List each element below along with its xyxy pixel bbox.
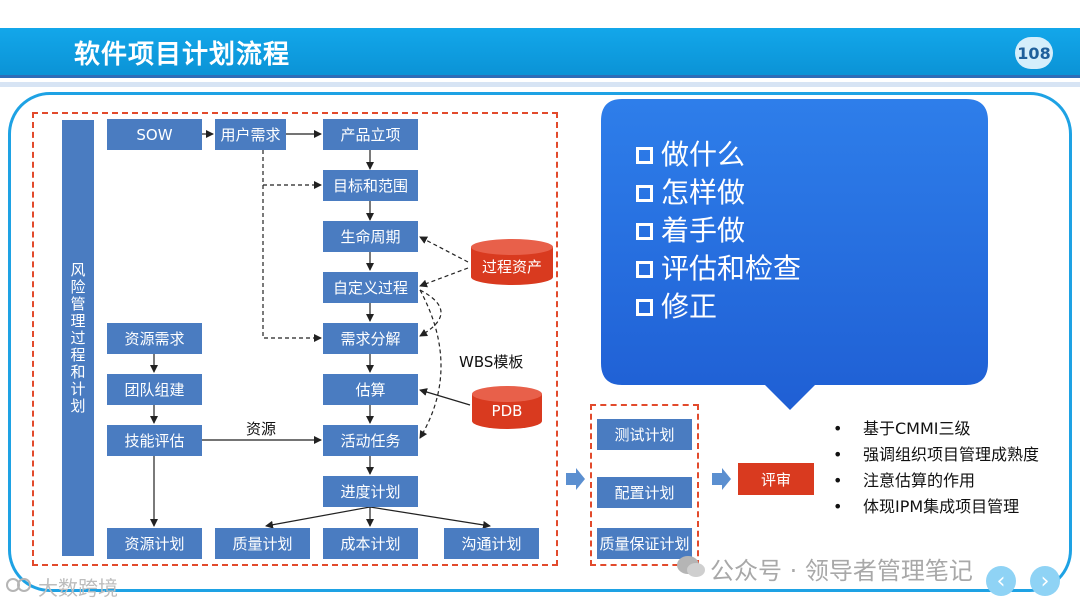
notes-list: •基于CMMI三级 •强调组织项目管理成熟度 •注意估算的作用 •体现IPM集成… — [833, 416, 1039, 520]
box-skill-assessment: 技能评估 — [107, 425, 202, 456]
watermark-bottom-right: 公众号 · 领导者管理笔记 — [710, 557, 973, 585]
box-qa-plan: 质量保证计划 — [597, 528, 692, 559]
risk-management-box: 风险管理过程和计划 — [62, 120, 94, 556]
box-product-initiation: 产品立项 — [323, 119, 418, 150]
callout-list: 做什么 怎样做 着手做 评估和检查 修正 — [636, 136, 801, 326]
box-custom-process: 自定义过程 — [323, 272, 418, 303]
watermark-bottom-left: 大数跨境 — [38, 576, 118, 600]
callout-item: 修正 — [636, 288, 801, 326]
checkbox-square-icon — [636, 298, 653, 316]
callout-item: 怎样做 — [636, 174, 801, 212]
box-communication-plan: 沟通计划 — [444, 528, 539, 559]
box-schedule-plan: 进度计划 — [323, 476, 418, 507]
content-frame — [8, 92, 1072, 592]
header-band — [0, 28, 1080, 78]
bullet-icon: • — [833, 445, 843, 464]
box-lifecycle: 生命周期 — [323, 221, 418, 252]
callout-item: 着手做 — [636, 212, 801, 250]
box-resource-requirements: 资源需求 — [107, 323, 202, 354]
checkbox-square-icon — [636, 222, 653, 240]
label-resource: 资源 — [246, 420, 277, 438]
support-plans-region — [590, 404, 699, 566]
note-item: •基于CMMI三级 — [833, 416, 1039, 442]
header-shadow — [0, 82, 1080, 87]
watermark-logo-icon — [6, 576, 32, 594]
box-team-building: 团队组建 — [107, 374, 202, 405]
bullet-icon: • — [833, 497, 843, 516]
planning-region — [32, 112, 558, 566]
box-requirement-decomposition: 需求分解 — [323, 323, 418, 354]
next-page-button[interactable]: › — [1030, 566, 1060, 596]
checkbox-square-icon — [636, 146, 653, 164]
label-wbs-template: WBS模板 — [459, 353, 524, 371]
callout-bubble — [601, 99, 988, 410]
box-test-plan: 测试计划 — [597, 419, 692, 450]
bullet-icon: • — [833, 419, 843, 438]
cylinder-process-assets-shape — [471, 239, 553, 285]
box-cost-plan: 成本计划 — [323, 528, 418, 559]
box-quality-plan: 质量计划 — [215, 528, 310, 559]
checkbox-square-icon — [636, 184, 653, 202]
chevron-right-icon: › — [1040, 568, 1050, 594]
box-goal-scope: 目标和范围 — [323, 170, 418, 201]
page-title: 软件项目计划流程 — [74, 40, 291, 70]
callout-item: 评估和检查 — [636, 250, 801, 288]
wechat-icon — [676, 554, 706, 580]
checkbox-square-icon — [636, 260, 653, 278]
callout-item: 做什么 — [636, 136, 801, 174]
box-estimation: 估算 — [323, 374, 418, 405]
risk-management-label: 风险管理过程和计划 — [68, 261, 87, 415]
note-item: •体现IPM集成项目管理 — [833, 494, 1039, 520]
box-configuration-plan: 配置计划 — [597, 477, 692, 508]
cylinder-process-assets: 过程资产 — [481, 257, 542, 276]
cylinder-pdb-shape — [472, 386, 542, 429]
box-review: 评审 — [738, 463, 814, 495]
box-user-requirements: 用户需求 — [215, 119, 286, 150]
note-item: •强调组织项目管理成熟度 — [833, 442, 1039, 468]
box-resource-plan: 资源计划 — [107, 528, 202, 559]
bullet-icon: • — [833, 471, 843, 490]
box-activity-tasks: 活动任务 — [323, 425, 418, 456]
page-number: 108 — [1015, 37, 1053, 69]
box-sow: SOW — [107, 119, 202, 150]
chevron-left-icon: ‹ — [996, 568, 1006, 594]
cylinder-pdb: PDB — [491, 402, 523, 420]
note-item: •注意估算的作用 — [833, 468, 1039, 494]
prev-page-button[interactable]: ‹ — [986, 566, 1016, 596]
